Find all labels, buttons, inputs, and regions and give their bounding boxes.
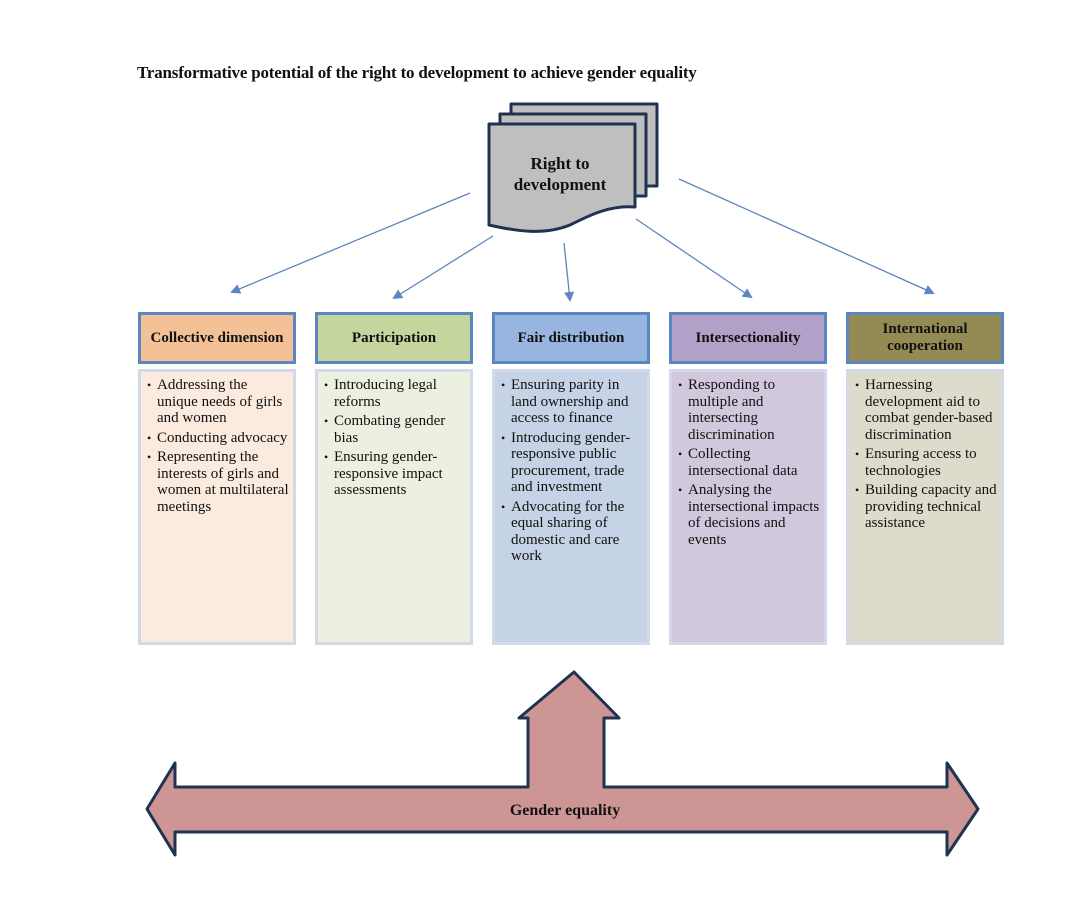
bullet-icon: • xyxy=(855,378,860,392)
list-item: •Collecting intersectional data xyxy=(678,446,798,479)
column-participation: Participation •Introducing legal reforms… xyxy=(315,312,473,645)
column-body: •Introducing legal reforms •Combating ge… xyxy=(315,369,473,645)
connector-fair-distribution xyxy=(563,242,575,302)
bullet-icon: • xyxy=(855,447,860,461)
list-item: •Building capacity and providing technic… xyxy=(855,482,997,531)
bullet-icon: • xyxy=(324,450,329,464)
column-header: Fair distribution xyxy=(492,312,650,364)
list-item: •Responding to multiple and intersecting… xyxy=(678,377,776,443)
column-body: •Harnessing development aid to combat ge… xyxy=(846,369,1004,645)
root-label-line-1: Right to xyxy=(530,154,590,173)
column-header: Participation xyxy=(315,312,473,364)
gender-equality-label: Gender equality xyxy=(509,802,621,819)
column-body: •Responding to multiple and intersecting… xyxy=(669,369,827,645)
right-to-development-shape xyxy=(487,102,659,233)
root-label-line-2: development xyxy=(513,175,607,194)
bullet-icon: • xyxy=(501,430,506,445)
column-body: •Ensuring parity in land ownership and a… xyxy=(492,369,650,645)
bullet-icon: • xyxy=(678,378,683,392)
connectors xyxy=(230,178,935,302)
bullet-icon: • xyxy=(147,430,152,445)
list-item: •Conducting advocacy xyxy=(147,429,288,446)
bullet-icon: • xyxy=(324,378,329,392)
connector-intersectionality xyxy=(635,218,753,299)
list-item: •Advocating for the equal sharing of dom… xyxy=(501,498,625,565)
list-item: •Representing the interests of girls and… xyxy=(147,449,289,515)
bullet-icon: • xyxy=(324,414,329,428)
connector-international-cooperation xyxy=(678,178,935,295)
diagram-title: Transformative potential of the right to… xyxy=(137,63,697,82)
connector-participation xyxy=(392,235,494,300)
connector-collective-dimension xyxy=(230,192,471,294)
column-collective-dimension: Collective dimension •Addressing the uni… xyxy=(138,312,296,645)
list-item: •Analysing the intersectional impacts of… xyxy=(678,482,820,548)
column-body: •Addressing the unique needs of girls an… xyxy=(138,369,296,645)
column-international-cooperation: International cooperation •Harnessing de… xyxy=(846,312,1004,645)
bullet-icon: • xyxy=(678,483,683,497)
column-header: Intersectionality xyxy=(669,312,827,364)
bullet-icon: • xyxy=(147,378,152,392)
bullet-icon: • xyxy=(501,378,506,392)
list-item: •Combating gender bias xyxy=(324,413,446,446)
right-to-development-label: Right to development xyxy=(490,153,630,195)
column-fair-distribution: Fair distribution •Ensuring parity in la… xyxy=(492,312,650,645)
list-item: •Introducing gender-responsive public pr… xyxy=(501,429,631,496)
list-item: •Ensuring parity in land ownership and a… xyxy=(501,377,629,426)
column-header: Collective dimension xyxy=(138,312,296,364)
bullet-icon: • xyxy=(678,447,683,461)
list-item: •Harnessing development aid to combat ge… xyxy=(855,377,993,443)
list-item: •Ensuring gender-responsive impact asses… xyxy=(324,449,443,498)
document-front-sheet xyxy=(487,122,637,233)
bullet-icon: • xyxy=(501,499,506,514)
column-header: International cooperation xyxy=(846,312,1004,364)
list-item: •Ensuring access to technologies xyxy=(855,446,977,479)
list-item: •Addressing the unique needs of girls an… xyxy=(147,377,283,426)
list-item: •Introducing legal reforms xyxy=(324,377,437,410)
bullet-icon: • xyxy=(855,483,860,497)
bullet-icon: • xyxy=(147,450,152,464)
gender-equality-arrow xyxy=(145,670,980,857)
column-intersectionality: Intersectionality •Responding to multipl… xyxy=(669,312,827,645)
